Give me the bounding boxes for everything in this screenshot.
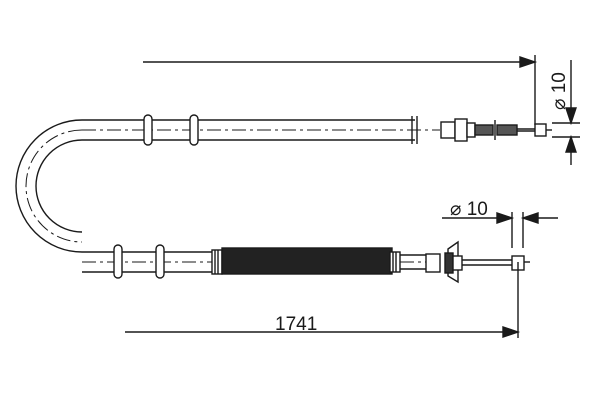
- grommet-lower-1: [113, 244, 123, 279]
- bottom-diameter-dimension: [442, 212, 558, 248]
- grommet-upper-1: [143, 114, 153, 146]
- cable-sheath-lower: [82, 251, 220, 273]
- grommet-lower-2: [155, 244, 165, 279]
- diameter-label-top: ⌀ 10: [549, 72, 570, 110]
- upper-end-fitting: [440, 118, 552, 142]
- length-dimension: [125, 262, 521, 338]
- grommet-upper-2: [189, 114, 199, 146]
- length-label: 1741: [275, 314, 318, 335]
- lower-end-fitting: [425, 240, 530, 284]
- cable-sheath-upper: [82, 119, 440, 141]
- top-dimension-line: [143, 55, 538, 125]
- diameter-label-bottom: ⌀ 10: [450, 199, 488, 220]
- top-diameter-dimension: [552, 60, 580, 165]
- corrugated-boot: [211, 247, 401, 275]
- cable-bend: [15, 119, 83, 253]
